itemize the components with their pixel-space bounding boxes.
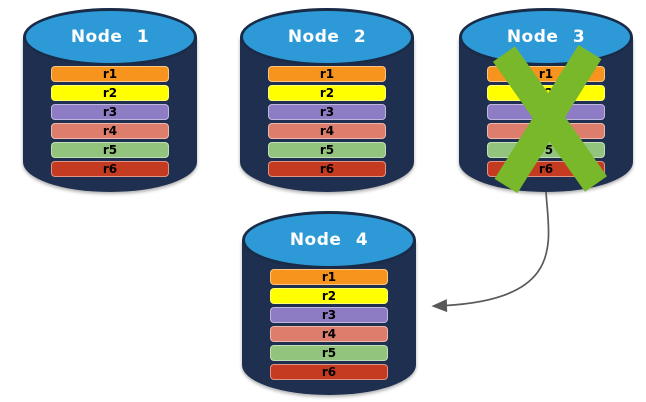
row-r4: r4: [268, 123, 386, 139]
row-r4: r4: [270, 326, 388, 342]
row-r3: r3: [268, 104, 386, 120]
node-4-cylinder-top: Node 4: [242, 211, 416, 269]
row-r3: r3: [270, 307, 388, 323]
node-3-rows: r1 r2 r3 r4 r5 r6: [487, 66, 605, 177]
row-r2: r2: [51, 85, 169, 101]
row-r1: r1: [51, 66, 169, 82]
node-1-rows: r1 r2 r3 r4 r5 r6: [51, 66, 169, 177]
row-r1: r1: [268, 66, 386, 82]
row-r2: r2: [268, 85, 386, 101]
row-r2: r2: [270, 288, 388, 304]
row-r3: r3: [487, 104, 605, 120]
node-4-rows: r1 r2 r3 r4 r5 r6: [270, 269, 388, 380]
arrow-node3-to-node4: [431, 191, 550, 313]
node-4-title: Node 4: [289, 230, 369, 250]
node-2: Node 2 r1 r2 r3 r4 r5 r6: [240, 8, 414, 192]
node-1: Node 1 r1 r2 r3 r4 r5 r6: [23, 8, 197, 192]
row-r6: r6: [270, 364, 388, 380]
row-r5: r5: [51, 142, 169, 158]
node-2-title: Node 2: [287, 27, 367, 47]
row-r4: r4: [487, 123, 605, 139]
node-4: Node 4 r1 r2 r3 r4 r5 r6: [242, 211, 416, 395]
node-3-cylinder-top: Node 3: [459, 8, 633, 66]
row-r4: r4: [51, 123, 169, 139]
row-r2: r2: [487, 85, 605, 101]
row-r5: r5: [268, 142, 386, 158]
row-r5: r5: [487, 142, 605, 158]
row-r6: r6: [268, 161, 386, 177]
row-r1: r1: [270, 269, 388, 285]
row-r6: r6: [51, 161, 169, 177]
node-2-rows: r1 r2 r3 r4 r5 r6: [268, 66, 386, 177]
node-1-cylinder-top: Node 1: [23, 8, 197, 66]
row-r3: r3: [51, 104, 169, 120]
node-1-title: Node 1: [70, 27, 150, 47]
row-r1: r1: [487, 66, 605, 82]
node-3: Node 3 r1 r2 r3 r4 r5 r6: [459, 8, 633, 192]
node-3-title: Node 3: [506, 27, 586, 47]
row-r6: r6: [487, 161, 605, 177]
row-r5: r5: [270, 345, 388, 361]
node-2-cylinder-top: Node 2: [240, 8, 414, 66]
